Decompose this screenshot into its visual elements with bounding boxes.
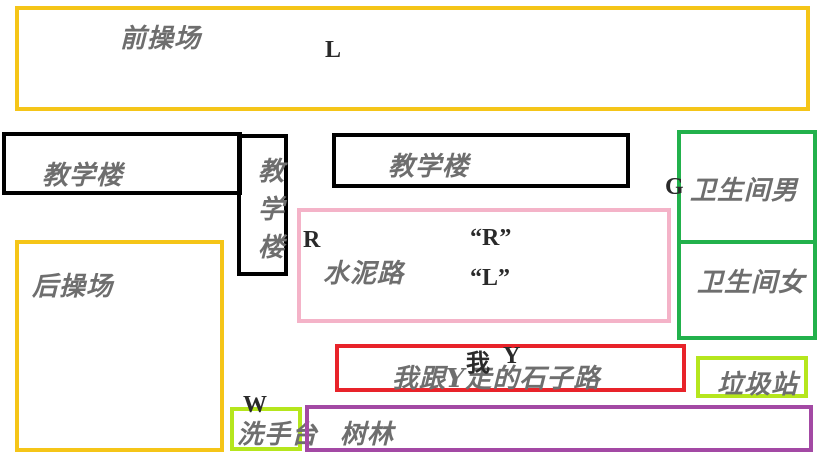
teaching-building-vertical-char-3: 楼: [257, 233, 284, 263]
teaching-building-middle-label: 教学楼: [388, 152, 470, 182]
garbage-station-box: [696, 356, 808, 398]
teaching-building-middle-box: [332, 133, 630, 188]
restroom-female-label: 卫生间女: [697, 268, 806, 298]
grove-box: [305, 405, 813, 452]
cement-road-label: 水泥路: [323, 259, 405, 289]
marker-w: W: [243, 392, 267, 418]
cement-road-box: [297, 208, 671, 323]
marker-me: 我: [466, 351, 490, 377]
restroom-male-label: 卫生间男: [690, 176, 799, 206]
stone-road-label: 我跟Y走的石子路: [392, 364, 601, 394]
teaching-building-left-label: 教学楼: [42, 161, 124, 191]
back-playground-box: [15, 240, 224, 452]
marker-r: R: [303, 227, 321, 253]
grove-label: 树林: [340, 420, 395, 450]
wash-basin-label: 洗手台: [237, 420, 319, 450]
teaching-building-vertical-box: [237, 134, 288, 276]
restroom-female-box: [677, 240, 817, 340]
back-playground-label: 后操场: [32, 272, 114, 302]
front-playground-box: [15, 6, 810, 111]
teaching-building-vertical-char-2: 学: [257, 195, 284, 225]
marker-y: Y: [503, 343, 521, 369]
marker-l-quoted: “L”: [470, 265, 511, 291]
marker-r-quoted: “R”: [470, 225, 512, 251]
marker-g: G: [665, 174, 684, 200]
teaching-building-vertical-char-1: 教: [257, 157, 284, 187]
garbage-station-label: 垃圾站: [717, 370, 799, 400]
front-playground-label: 前操场: [120, 24, 202, 54]
wash-basin-box: [230, 407, 302, 451]
stone-road-box: [335, 344, 686, 392]
marker-l-top: L: [325, 37, 342, 63]
